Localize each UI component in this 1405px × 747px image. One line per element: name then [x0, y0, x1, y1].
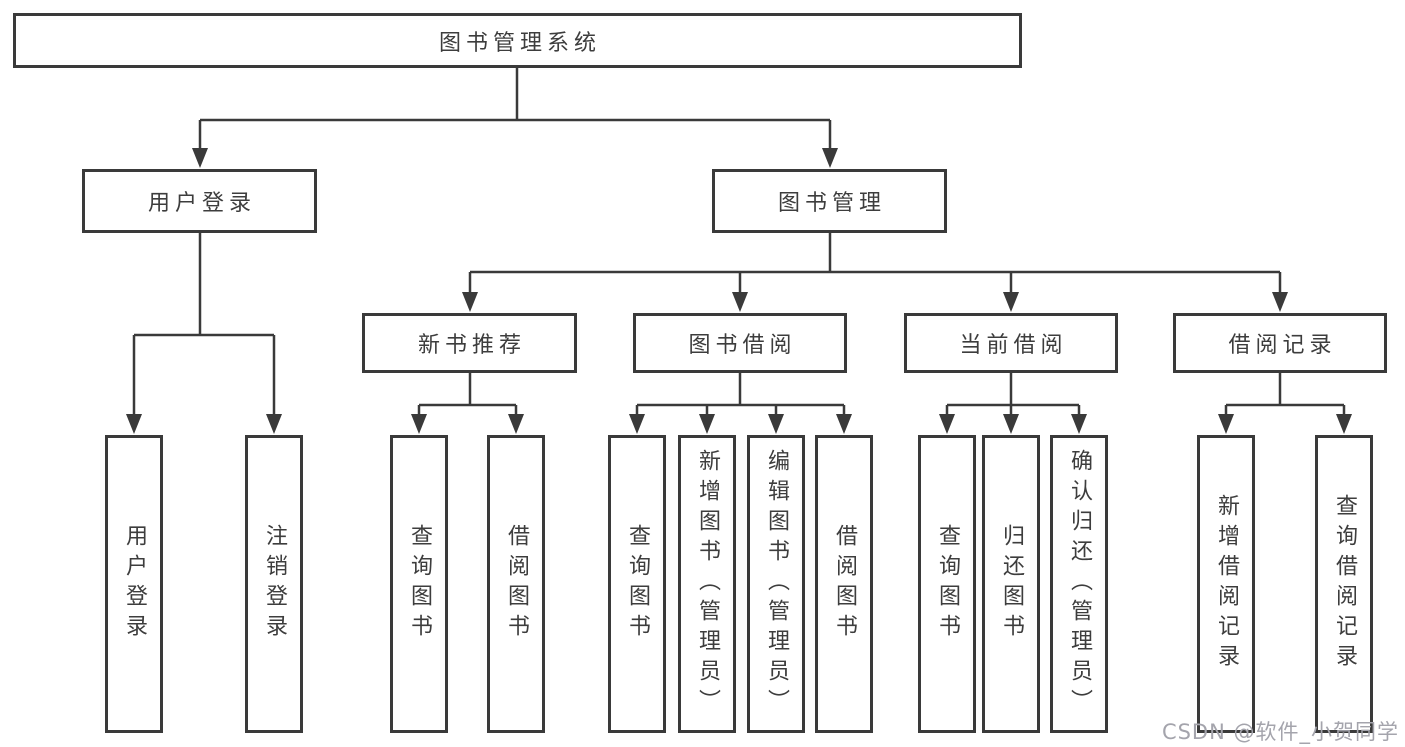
node-book-borrow: 图书借阅 [633, 313, 847, 373]
connector-borrowrecords-to-leaves [1224, 373, 1346, 422]
connector-bookborrow-to-leaves [635, 373, 846, 422]
node-label: 图书借阅 [688, 333, 797, 358]
leaf-query-books-3: 查询图书 [918, 435, 976, 733]
leaf-add-books-admin: 新增图书（管理员） [678, 435, 736, 733]
leaf-label: 编辑图书（管理员） [764, 449, 789, 719]
leaf-label: 查询图书 [935, 524, 960, 644]
leaf-query-books-2: 查询图书 [608, 435, 666, 733]
leaf-confirm-return-admin: 确认归还（管理员） [1050, 435, 1108, 733]
connector-bookmgmt-to-level3 [468, 233, 1282, 296]
leaf-label: 借阅图书 [832, 524, 857, 644]
leaf-label: 归还图书 [999, 524, 1024, 644]
leaf-query-books-1: 查询图书 [390, 435, 448, 733]
node-label: 新书推荐 [417, 333, 526, 358]
leaf-label: 新增借阅记录 [1214, 494, 1239, 674]
csdn-watermark: CSDN @软件_小贺同学 [1161, 720, 1399, 744]
leaf-label: 用户登录 [122, 524, 147, 644]
leaf-label: 查询图书 [625, 524, 650, 644]
leaf-edit-books-admin: 编辑图书（管理员） [747, 435, 805, 733]
node-label: 图书管理 [777, 191, 886, 216]
leaf-label: 查询图书 [407, 524, 432, 644]
node-user-login: 用户登录 [82, 169, 317, 233]
connector-newbook-to-leaves [417, 373, 518, 422]
node-book-management: 图书管理 [712, 169, 947, 233]
node-label: 用户登录 [147, 191, 256, 216]
leaf-label: 注销登录 [262, 524, 287, 644]
leaf-add-borrow-record: 新增借阅记录 [1197, 435, 1255, 733]
connector-userlogin-to-leaves [132, 233, 276, 422]
leaf-query-borrow-record: 查询借阅记录 [1315, 435, 1373, 733]
leaf-return-books: 归还图书 [982, 435, 1040, 733]
node-borrow-records: 借阅记录 [1173, 313, 1387, 373]
leaf-label: 确认归还（管理员） [1067, 449, 1092, 719]
leaf-user-login: 用户登录 [105, 435, 163, 733]
node-label: 借阅记录 [1228, 333, 1337, 358]
leaf-label: 新增图书（管理员） [695, 449, 720, 719]
node-current-borrow: 当前借阅 [904, 313, 1118, 373]
node-label: 图书管理系统 [438, 30, 601, 56]
leaf-logout: 注销登录 [245, 435, 303, 733]
leaf-label: 查询借阅记录 [1332, 494, 1357, 674]
leaf-label: 借阅图书 [504, 524, 529, 644]
connector-currentborrow-to-leaves [945, 373, 1081, 422]
leaf-borrow-books-1: 借阅图书 [487, 435, 545, 733]
connector-root-to-level2 [198, 68, 832, 152]
leaf-borrow-books-2: 借阅图书 [815, 435, 873, 733]
node-new-book-recommend: 新书推荐 [362, 313, 577, 373]
node-library-system: 图书管理系统 [13, 13, 1022, 68]
node-label: 当前借阅 [959, 333, 1068, 358]
